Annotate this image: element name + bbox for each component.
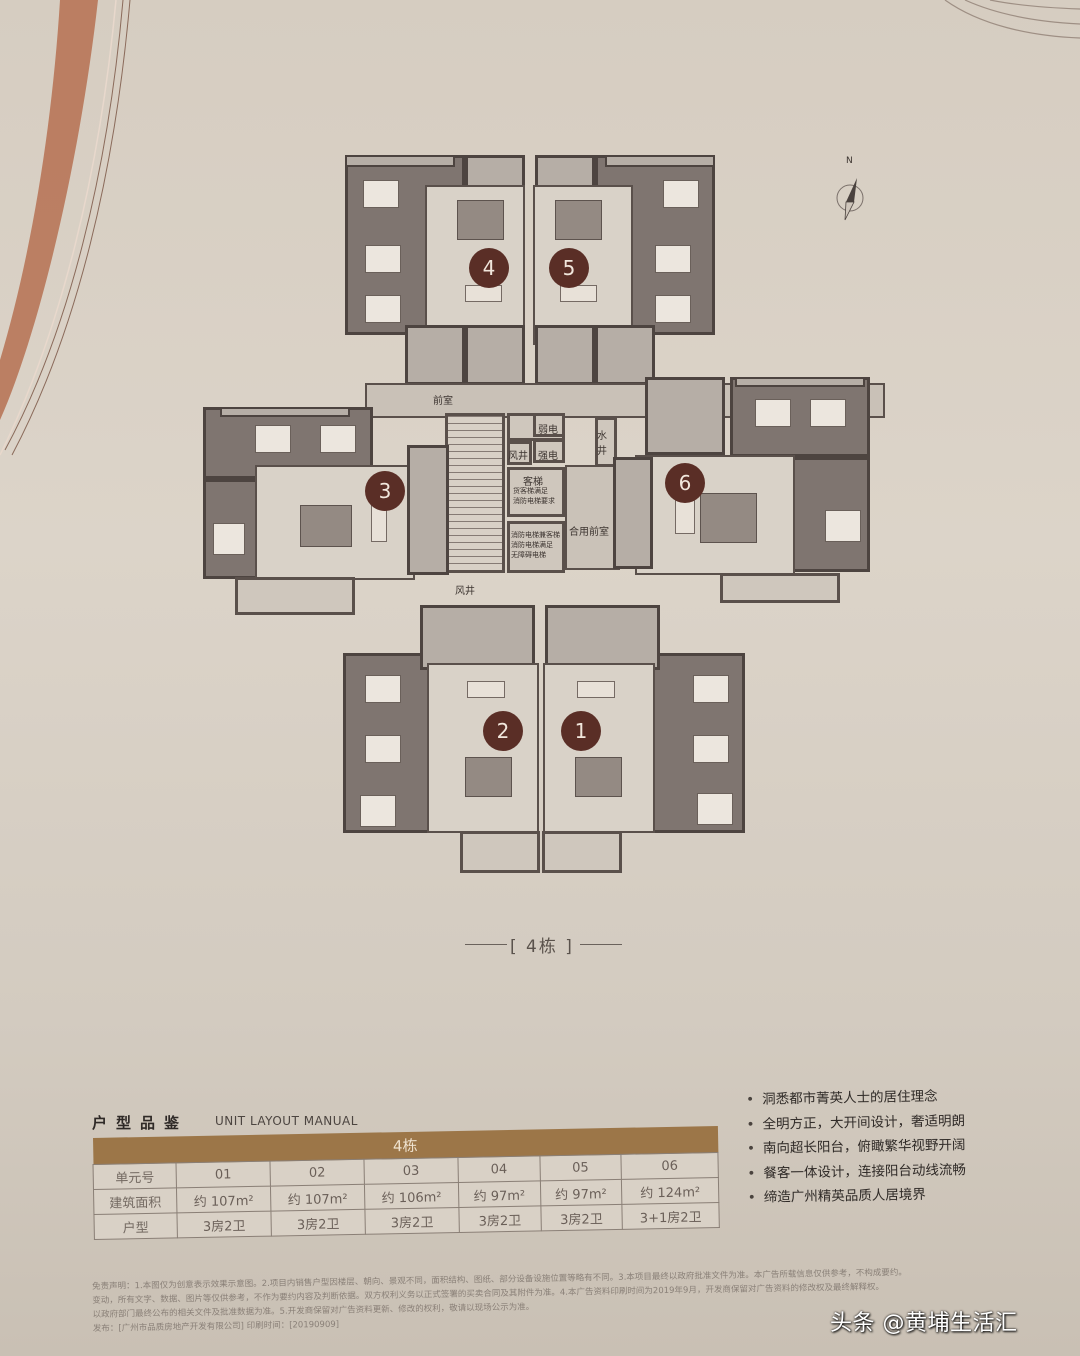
compass-north-label: N	[846, 156, 853, 166]
section-subtitle: UNIT LAYOUT MANUAL	[215, 1114, 358, 1128]
feature-item: 缔造广州精英品质人居境界	[748, 1182, 967, 1210]
feature-item: 餐客一体设计，连接阳台动线流畅	[747, 1158, 966, 1186]
cell-unit: 02	[269, 1159, 365, 1187]
feature-list: 洞悉都市菁英人士的居住理念 全明方正，大开间设计，奢适明朗 南向超长阳台，俯瞰繁…	[746, 1084, 967, 1210]
caption-line-right	[580, 944, 622, 945]
cell-unit: 03	[363, 1157, 459, 1185]
unit-badge-5: 5	[549, 248, 589, 288]
cell-unit: 05	[539, 1154, 622, 1181]
cell-unit: 01	[175, 1161, 271, 1188]
section-title: 户型品鉴	[92, 1114, 189, 1132]
cell-layout: 3房2卫	[364, 1207, 460, 1235]
cell-unit: 06	[621, 1152, 719, 1180]
elevator-note-1: 货客梯满足	[513, 487, 548, 495]
cell-layout: 3房2卫	[540, 1204, 623, 1231]
air-shaft-label-2: 风井	[455, 586, 475, 597]
row-header-unit: 单元号	[93, 1162, 177, 1190]
building-caption: [ 4栋 ]	[510, 937, 574, 957]
elevator-note-2: 消防电梯要求	[513, 497, 555, 505]
unit-spec-table: 4栋 单元号 01 02 03 04 05 06 建筑面积 约 107m² 约 …	[92, 1125, 720, 1240]
watermark: 头条 @黄埔生活汇	[830, 1311, 1018, 1336]
row-header-area: 建筑面积	[93, 1187, 177, 1215]
row-header-layout: 户型	[93, 1212, 178, 1240]
cell-area: 约 97m²	[458, 1180, 541, 1208]
floor-plan: 4 5 前室 弱电 风井 强电 客梯 货客梯满足 消防电梯要求 消防电梯兼客梯 …	[195, 145, 885, 885]
unit-badge-3: 3	[365, 471, 405, 511]
cell-area: 约 107m²	[176, 1186, 271, 1213]
north-compass-icon: N	[833, 156, 865, 228]
cell-layout: 3房2卫	[176, 1211, 272, 1238]
unit-badge-2: 2	[483, 711, 523, 751]
weak-power-label: 弱电	[538, 425, 558, 436]
feature-item: 洞悉都市菁英人士的居住理念	[746, 1084, 965, 1112]
cell-layout: 3房2卫	[458, 1205, 541, 1233]
cell-area: 约 107m²	[270, 1184, 365, 1212]
cell-unit: 04	[457, 1155, 540, 1183]
passenger-elevator-label: 客梯	[523, 477, 543, 488]
front-room-label: 前室	[433, 396, 453, 407]
feature-item: 南向超长阳台，俯瞰繁华视野开阔	[747, 1133, 966, 1161]
caption-line-left	[465, 944, 507, 945]
cell-area: 约 106m²	[364, 1182, 459, 1210]
unit-badge-4: 4	[469, 248, 509, 288]
water-shaft-label: 水井	[597, 431, 607, 457]
cell-layout: 3+1房2卫	[621, 1202, 720, 1230]
fire-elevator-note-3: 无障碍电梯	[511, 551, 546, 559]
fire-elevator-note-1: 消防电梯兼客梯	[511, 531, 560, 539]
cell-area: 约 124m²	[621, 1177, 719, 1205]
unit-badge-1: 1	[561, 711, 601, 751]
cell-layout: 3房2卫	[270, 1209, 366, 1237]
unit-badge-6: 6	[665, 463, 705, 503]
cell-area: 约 97m²	[539, 1179, 622, 1206]
fire-elevator-note-2: 消防电梯满足	[511, 541, 553, 549]
shared-front-room-label: 合用前室	[569, 527, 609, 538]
strong-power-label: 强电	[538, 451, 558, 462]
air-shaft-label: 风井	[508, 451, 528, 462]
